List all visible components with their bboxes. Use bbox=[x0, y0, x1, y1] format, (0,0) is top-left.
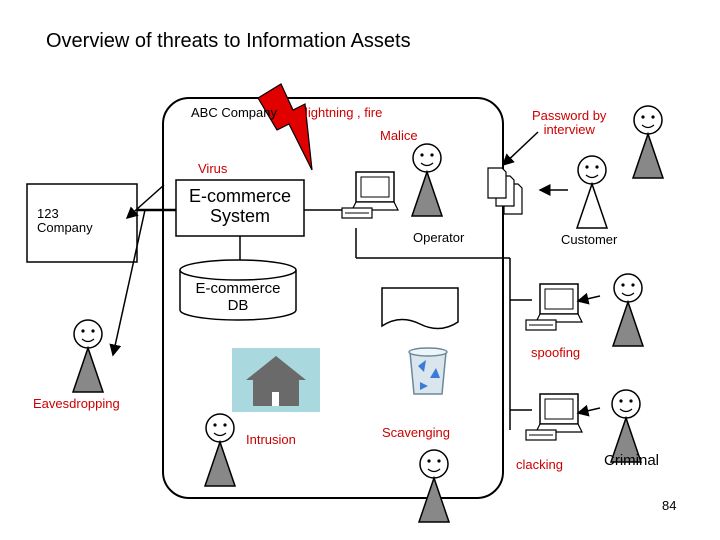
person-cracker bbox=[609, 389, 643, 463]
lightning-bolt-icon bbox=[257, 83, 313, 171]
house-icon bbox=[232, 348, 320, 412]
cracking-label: clacking bbox=[516, 457, 563, 472]
person-operator bbox=[410, 143, 444, 217]
operator-label: Operator bbox=[413, 230, 465, 245]
document-shape bbox=[381, 287, 459, 330]
page-title: Overview of threats to Information Asset… bbox=[46, 30, 411, 52]
person-eavesdropper bbox=[71, 319, 105, 393]
person-spoofing bbox=[611, 273, 645, 347]
person-scavenger bbox=[417, 449, 451, 523]
scavenging-label: Scavenging bbox=[382, 425, 450, 440]
ecommerce-db-cylinder bbox=[179, 259, 297, 321]
computer-operator bbox=[341, 171, 399, 219]
computers bbox=[341, 171, 583, 441]
criminal-label: Criminal bbox=[604, 452, 660, 469]
company-123-box bbox=[26, 183, 138, 263]
recycle-bin-icon bbox=[408, 347, 448, 395]
computer-spoofing bbox=[525, 283, 583, 331]
customer-label: Customer bbox=[561, 232, 618, 247]
intrusion-label: Intrusion bbox=[246, 432, 296, 447]
arrows bbox=[109, 131, 601, 417]
malice-label: Malice bbox=[380, 128, 418, 143]
ecommerce-system-label: E-commerce System bbox=[188, 186, 291, 226]
documents-icon bbox=[487, 167, 523, 215]
person-customer bbox=[575, 155, 609, 229]
ecommerce-system-box bbox=[175, 179, 305, 237]
password-by-interview-label: Password by interview bbox=[532, 108, 607, 138]
computer-cracking bbox=[525, 393, 583, 441]
abc-company-label: ABC Company bbox=[191, 105, 277, 120]
page-number: 84 bbox=[662, 498, 677, 513]
abc-company-boundary bbox=[162, 97, 504, 499]
lightning-fire-label: lightning , fire bbox=[305, 105, 383, 120]
company-123-label: 123 Company bbox=[37, 206, 93, 236]
virus-label: Virus bbox=[198, 161, 228, 176]
person-intruder bbox=[203, 413, 237, 487]
people bbox=[71, 105, 665, 523]
ecommerce-db-label: E-commerce DB bbox=[195, 280, 281, 314]
person-top-right bbox=[631, 105, 665, 179]
eavesdropping-label: Eavesdropping bbox=[33, 396, 120, 411]
connection-lines bbox=[137, 208, 532, 430]
spoofing-label: spoofing bbox=[531, 345, 581, 360]
